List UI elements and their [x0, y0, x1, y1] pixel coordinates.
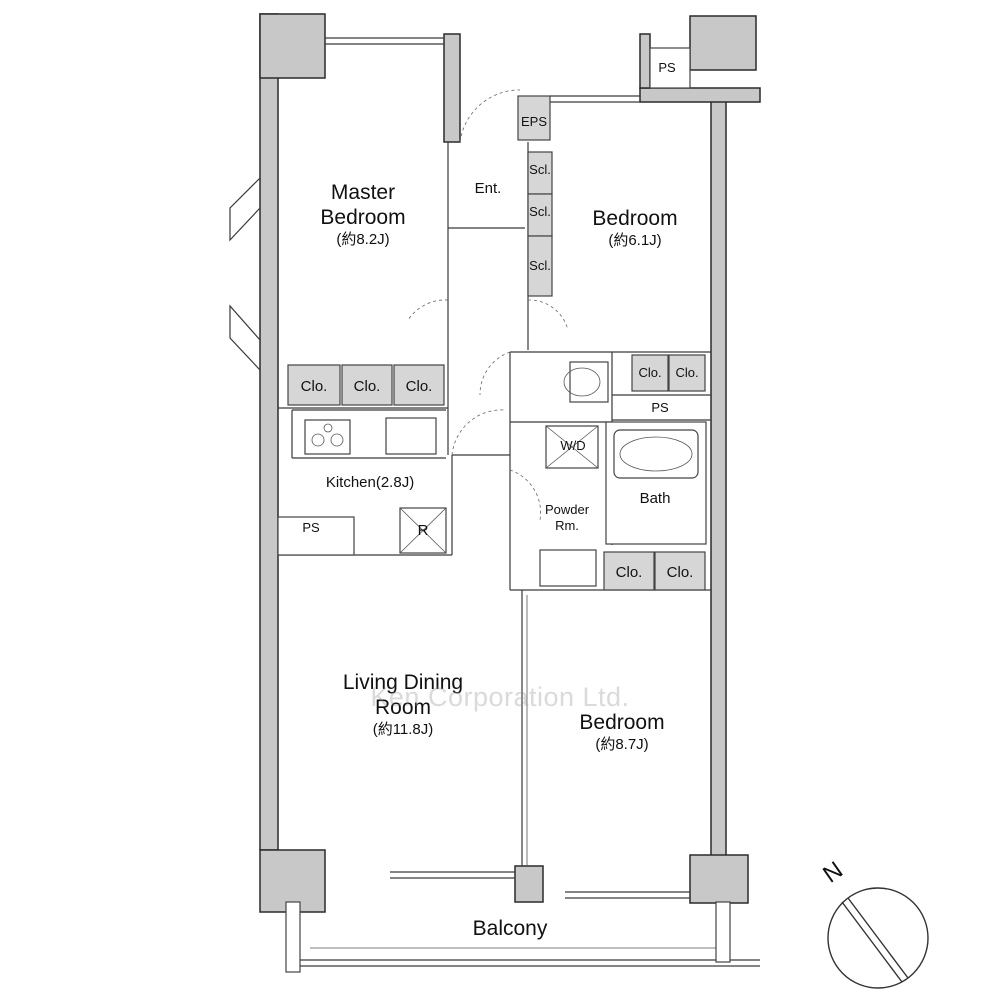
- bathtub-inner: [619, 436, 693, 472]
- powder-room-line2: Rm.: [555, 518, 579, 533]
- bedroom-se-area: (約8.7J): [595, 736, 649, 753]
- entrance-label: Ent.: [474, 180, 502, 197]
- east-wall-column: [689, 854, 749, 904]
- washer-dryer-label: W/D: [560, 438, 586, 453]
- toilet-door-swing: [479, 351, 511, 396]
- shoe-closet-3: [527, 235, 553, 297]
- balcony-post-right: [715, 901, 731, 963]
- kitchen-door-swing: [451, 409, 506, 456]
- living-label: Living Dining Room (約11.8J): [318, 670, 488, 740]
- shoe-closet-2: [527, 193, 553, 237]
- master-bedroom-line1: Master: [330, 181, 396, 204]
- shoe-closet-label-3: Scl.: [529, 258, 551, 273]
- master-bedroom-line2: Bedroom: [320, 206, 406, 229]
- west-fin-upper: [229, 177, 261, 242]
- kitchen-sink: [385, 417, 437, 455]
- wd-x2: [545, 425, 599, 469]
- bedroom-ne-closet-1: [631, 354, 669, 392]
- shoe-closet-label-2: Scl.: [529, 204, 551, 219]
- refrigerator-label: R: [417, 522, 429, 539]
- master-door-swing: [407, 299, 449, 321]
- bathtub: [613, 429, 699, 479]
- living-line1: Living Dining: [342, 671, 464, 694]
- bedroom-ne-area: (約6.1J): [608, 232, 662, 249]
- bedroom-se-closet-1: [603, 551, 655, 591]
- ps-box-top: [649, 47, 691, 89]
- ps-label-kitchen: PS: [302, 520, 320, 535]
- shoe-closet-label-1: Scl.: [529, 162, 551, 177]
- master-closet-label-3: Clo.: [405, 378, 433, 395]
- ps-label-mid: PS: [651, 400, 669, 415]
- bedroom-door-swing: [527, 299, 569, 331]
- toilet-tank: [569, 361, 609, 403]
- east-wall-top: [689, 15, 757, 71]
- burner-1: [311, 433, 325, 447]
- eps-label: EPS: [520, 114, 547, 129]
- compass-icon: [827, 887, 929, 989]
- east-wall: [710, 89, 727, 899]
- balcony-label: Balcony: [472, 917, 548, 940]
- powder-door-swing: [509, 469, 541, 521]
- bedroom-se-closet-2: [654, 551, 706, 591]
- living-area: (約11.8J): [372, 721, 434, 738]
- powder-room-line1: Powder: [544, 502, 590, 517]
- watermark: Ken Corporation Ltd.: [370, 682, 630, 712]
- kitchen-label: Kitchen(2.8J): [325, 474, 415, 491]
- living-line2: Room: [374, 696, 432, 719]
- west-fin-lower: [229, 304, 261, 371]
- ps-wall: [639, 33, 651, 89]
- bedroom-se-name: Bedroom: [579, 711, 665, 734]
- burner-2: [330, 433, 344, 447]
- master-bedroom-label: Master Bedroom (約8.2J): [303, 180, 423, 250]
- ps-label-top: PS: [658, 60, 676, 75]
- kitchen-ps-box: [277, 516, 355, 556]
- bedroom-ne-closet-label-1: Clo.: [638, 365, 662, 380]
- burner-3: [323, 423, 333, 433]
- mid-column-bottom: [514, 865, 544, 903]
- bedroom-ne-closet-label-2: Clo.: [675, 365, 699, 380]
- stove: [304, 419, 351, 455]
- master-closet-label-2: Clo.: [353, 378, 381, 395]
- powder-room-label: Powder Rm.: [536, 502, 598, 534]
- refrigerator-x2: [399, 507, 447, 554]
- balcony-post-left: [285, 901, 301, 973]
- master-closet-3: [393, 364, 445, 406]
- toilet-bowl: [563, 367, 601, 397]
- vanity-sink: [539, 549, 597, 587]
- west-wall-top: [259, 13, 326, 79]
- bedroom-ne-label: Bedroom (約6.1J): [575, 206, 695, 251]
- bedroom-se-closet-label-2: Clo.: [666, 564, 694, 581]
- ne-wall-beam: [639, 87, 761, 103]
- bedroom-ne-closet-2: [668, 354, 706, 392]
- west-wall: [259, 13, 279, 851]
- entry-door-swing: [459, 89, 521, 143]
- shoe-closet-1: [527, 151, 553, 195]
- bedroom-se-label: Bedroom (約8.7J): [562, 710, 682, 755]
- master-closet-label-1: Clo.: [300, 378, 328, 395]
- bath-label: Bath: [639, 490, 671, 507]
- master-closet-1: [287, 364, 341, 406]
- master-closet-2: [341, 364, 393, 406]
- master-bedroom-area: (約8.2J): [336, 231, 390, 248]
- bedroom-se-closet-label-1: Clo.: [615, 564, 643, 581]
- entrance-wall: [443, 33, 461, 143]
- eps-box: [517, 95, 551, 141]
- bedroom-ne-name: Bedroom: [592, 207, 678, 230]
